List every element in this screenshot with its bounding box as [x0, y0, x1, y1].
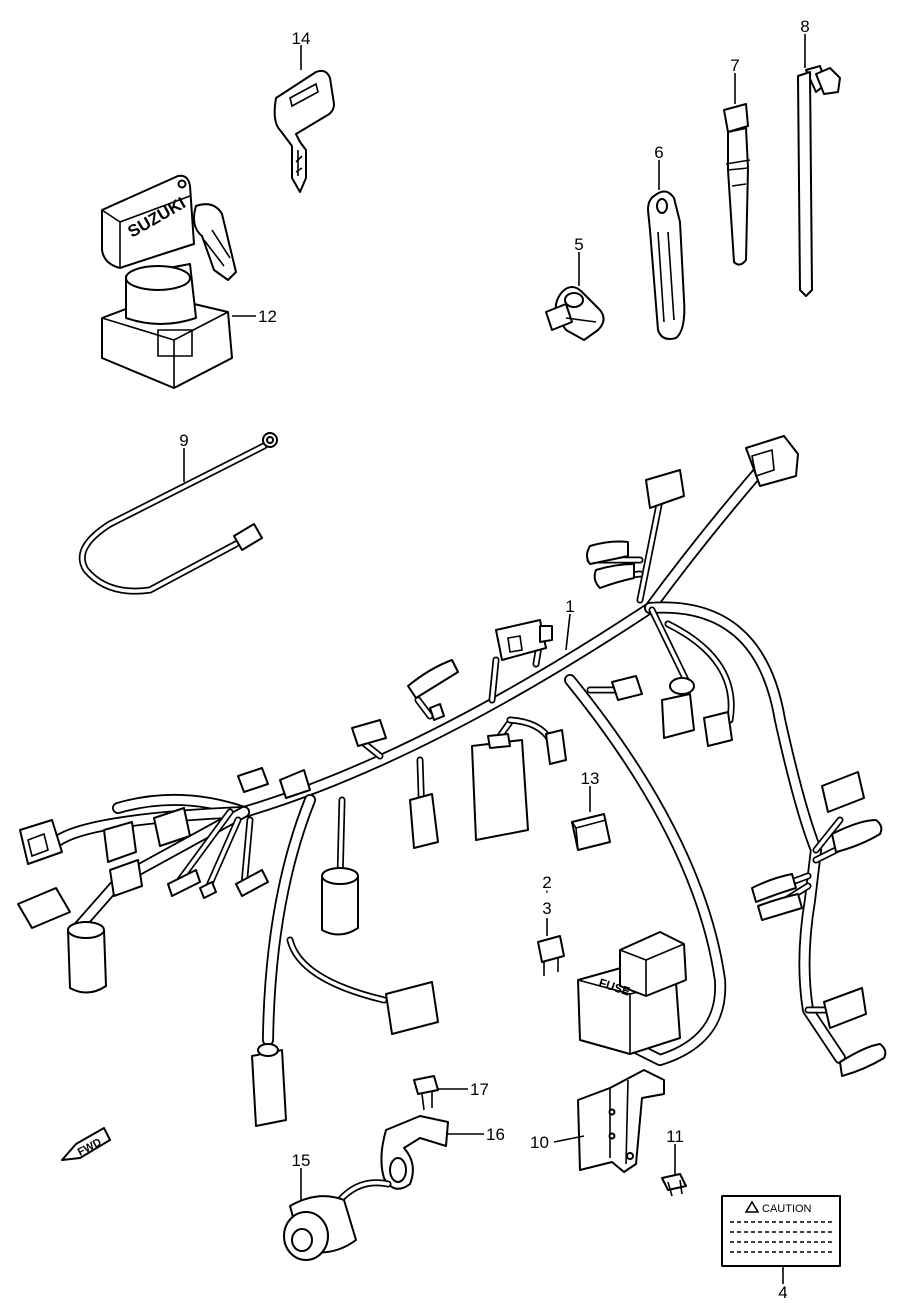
caution-label-text: CAUTION [762, 1203, 812, 1215]
callout-13: 13 [581, 769, 600, 788]
part-7-cable-tie-strap[interactable] [723, 103, 751, 266]
callout-4: 4 [778, 1283, 787, 1302]
part-11-screw[interactable] [661, 1173, 687, 1197]
callout-5: 5 [574, 235, 583, 254]
callout-3: 3 [542, 899, 551, 918]
part-4-caution-label[interactable]: CAUTION [721, 1195, 841, 1267]
part-5-clamp[interactable] [545, 286, 605, 341]
part-10-fuse-box-bracket[interactable] [577, 1069, 665, 1173]
callout-11: 11 [666, 1127, 684, 1146]
callout-2: 2 [542, 873, 551, 892]
callout-15: 15 [292, 1151, 311, 1170]
warning-triangle-icon [744, 1200, 760, 1213]
part-1-wiring-harness[interactable] [17, 435, 887, 1127]
fuse-box[interactable]: FUSE [577, 931, 687, 1055]
callout-1: 1 [565, 597, 574, 616]
callout-16: 16 [486, 1125, 505, 1144]
callout-10: 10 [530, 1133, 549, 1152]
callout-12: 12 [258, 307, 277, 326]
callout-7: 7 [730, 56, 739, 75]
part-2-3-fuse[interactable] [537, 935, 565, 976]
callout-9: 9 [179, 431, 188, 450]
callout-17: 17 [470, 1080, 489, 1099]
part-9-ground-lead[interactable] [78, 432, 278, 595]
part-8-cable-tie[interactable] [797, 65, 841, 297]
part-6-clamp-strap[interactable] [647, 190, 686, 340]
callout-14: 14 [292, 29, 311, 48]
fwd-arrow-icon: FWD [61, 1127, 111, 1161]
callout-8: 8 [800, 17, 809, 36]
callout-2-3-separator: · [544, 881, 550, 900]
part-17-bolt[interactable] [413, 1075, 439, 1111]
part-12-ignition-switch[interactable]: SUZUKI [101, 174, 237, 389]
part-16-bracket[interactable] [380, 1115, 449, 1190]
callout-6: 6 [654, 143, 663, 162]
part-13-relay[interactable] [571, 813, 611, 851]
callout-1-leader [565, 613, 571, 651]
callout-10-leader [553, 1135, 585, 1143]
part-14-key[interactable] [273, 69, 335, 193]
part-15-socket[interactable] [283, 1179, 392, 1261]
fwd-label: FWD [76, 1136, 104, 1158]
